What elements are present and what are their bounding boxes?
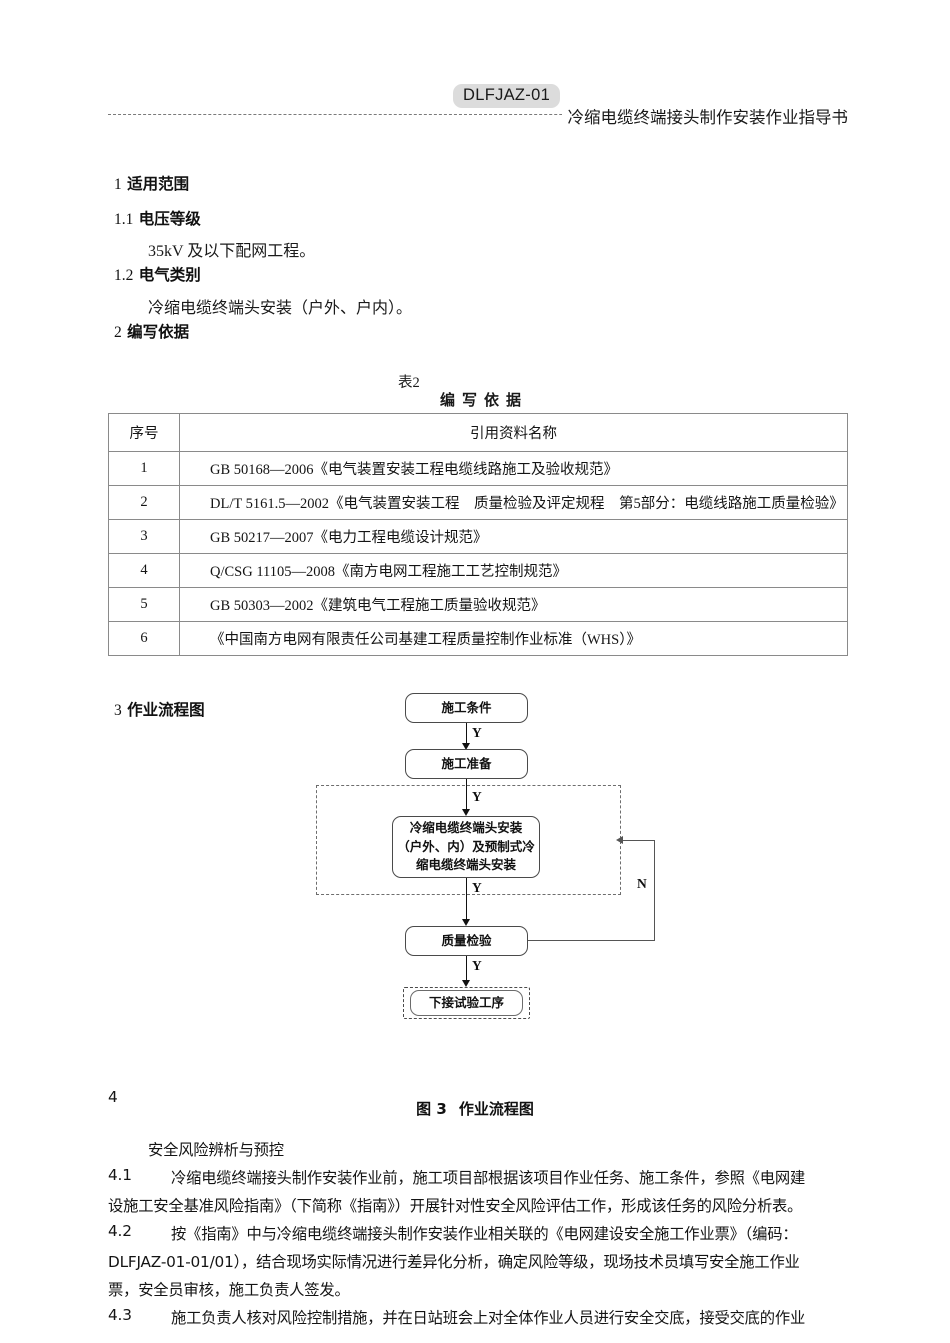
heading-1-1-number: 1.1 bbox=[114, 211, 134, 228]
section-4-orphan-number: 4 bbox=[108, 1088, 118, 1106]
flow-node-install-line2: （户外、内）及预制式冷 bbox=[397, 838, 535, 854]
cell-no: 1 bbox=[108, 451, 180, 486]
flow-node-next-outline bbox=[403, 987, 530, 1019]
table-header-row: 序号 引用资料名称 bbox=[108, 413, 848, 452]
section-4-title: 安全风险辨析与预控 bbox=[148, 1141, 284, 1159]
item-4-1-line-2: 设施工安全基准风险指南》（下简称《指南》）开展针对性安全风险评估工作，形成该任务… bbox=[108, 1197, 803, 1215]
paragraph-1-2: 冷缩电缆终端头安装（户外、户内）。 bbox=[148, 300, 413, 317]
heading-1-1-label: 电压等级 bbox=[138, 210, 201, 228]
flow-edge-install-inspect bbox=[466, 878, 467, 922]
heading-2-number: 2 bbox=[114, 324, 122, 341]
paragraph-1-1: 35kV 及以下配网工程。 bbox=[148, 243, 316, 260]
flow-edge-prepare-install bbox=[466, 779, 467, 812]
cell-name: GB 50303—2002《建筑电气工程施工质量验收规范》 bbox=[179, 587, 848, 622]
arrowhead-icon bbox=[462, 743, 470, 750]
flow-node-prepare: 施工准备 bbox=[405, 749, 528, 779]
work-flow-diagram: 施工条件 Y 施工准备 Y 冷缩电缆终端头安装 （户外、内）及预制式冷 缩电缆终… bbox=[300, 690, 680, 1020]
heading-1-2: 1.2 电气类别 bbox=[114, 263, 201, 285]
heading-1-1: 1.1 电压等级 bbox=[114, 207, 201, 229]
page-header: DLFJAZ-01 冷缩电缆终端接头制作安装作业指导书 bbox=[108, 84, 848, 128]
flow-node-inspect: 质量检验 bbox=[405, 926, 528, 956]
heading-3-label: 作业流程图 bbox=[127, 701, 205, 719]
figure-caption-number: 图 3 bbox=[416, 1100, 447, 1118]
heading-3-number: 3 bbox=[114, 702, 122, 719]
flow-node-install-line1: 冷缩电缆终端头安装 bbox=[409, 819, 523, 835]
item-4-1-line-1: 冷缩电缆终端接头制作安装作业前，施工项目部根据该项目作业任务、施工条件，参照《电… bbox=[171, 1169, 806, 1187]
table-row: 5 GB 50303—2002《建筑电气工程施工质量验收规范》 bbox=[108, 587, 848, 622]
arrowhead-icon bbox=[462, 980, 470, 987]
flow-label-y2: Y bbox=[472, 789, 482, 804]
header-divider bbox=[108, 114, 848, 115]
heading-1-label: 适用范围 bbox=[127, 175, 190, 193]
item-4-1-number: 4.1 bbox=[108, 1166, 132, 1184]
flow-node-start: 施工条件 bbox=[405, 693, 528, 723]
cell-name: DL/T 5161.5—2002《电气装置安装工程 质量检验及评定规程 第5部分… bbox=[179, 485, 848, 520]
flow-node-install-line3: 缩电缆终端头安装 bbox=[415, 857, 516, 873]
cell-name: Q/CSG 11105—2008《南方电网工程施工工艺控制规范》 bbox=[179, 553, 848, 588]
heading-1-2-label: 电气类别 bbox=[138, 266, 201, 284]
heading-2-label: 编写依据 bbox=[127, 323, 190, 341]
flow-edge-start-prepare bbox=[466, 723, 467, 745]
heading-2: 2 编写依据 bbox=[114, 320, 189, 342]
cell-no: 2 bbox=[108, 485, 180, 520]
flow-edge-n-horizontal-bottom bbox=[528, 940, 655, 942]
table-caption-number: 表2 bbox=[398, 375, 420, 391]
flow-label-y1: Y bbox=[472, 725, 482, 740]
arrowhead-icon bbox=[616, 836, 623, 844]
table-row: 1 GB 50168—2006《电气装置安装工程电缆线路施工及验收规范》 bbox=[108, 451, 848, 486]
column-header-name: 引用资料名称 bbox=[179, 413, 848, 452]
header-title: 冷缩电缆终端接头制作安装作业指导书 bbox=[561, 104, 848, 128]
flow-node-install: 冷缩电缆终端头安装 （户外、内）及预制式冷 缩电缆终端头安装 bbox=[392, 816, 540, 878]
table-row: 6 《中国南方电网有限责任公司基建工程质量控制作业标准（WHS）》 bbox=[108, 621, 848, 656]
item-4-2-line-2: DLFJAZ-01-01/01），结合现场实际情况进行差异化分析，确定风险等级，… bbox=[108, 1253, 800, 1271]
flow-label-y3: Y bbox=[472, 880, 482, 895]
item-4-2-number: 4.2 bbox=[108, 1222, 132, 1240]
figure-caption: 图 3 作业流程图 bbox=[0, 1098, 950, 1119]
cell-no: 3 bbox=[108, 519, 180, 554]
item-4-3-line-1: 施工负责人核对风险控制措施，并在日站班会上对全体作业人员进行安全交底，接受交底的… bbox=[171, 1309, 806, 1327]
flow-label-n: N bbox=[637, 876, 647, 891]
flow-edge-inspect-next bbox=[466, 956, 467, 983]
table-row: 3 GB 50217—2007《电力工程电缆设计规范》 bbox=[108, 519, 848, 554]
item-4-3-number: 4.3 bbox=[108, 1306, 132, 1324]
flow-node-next: 下接试验工序 bbox=[410, 990, 523, 1016]
heading-1: 1 适用范围 bbox=[114, 172, 189, 194]
document-code-badge: DLFJAZ-01 bbox=[453, 84, 561, 108]
cell-no: 6 bbox=[108, 621, 180, 656]
item-4-2-line-1: 按《指南》中与冷缩电缆终端接头制作安装作业相关联的《电网建设安全施工作业票》（编… bbox=[171, 1225, 798, 1243]
flow-edge-n-horizontal-top bbox=[622, 840, 655, 842]
cell-name: GB 50168—2006《电气装置安装工程电缆线路施工及验收规范》 bbox=[179, 451, 848, 486]
table-row: 4 Q/CSG 11105—2008《南方电网工程施工工艺控制规范》 bbox=[108, 553, 848, 588]
cell-name: GB 50217—2007《电力工程电缆设计规范》 bbox=[179, 519, 848, 554]
figure-caption-title: 作业流程图 bbox=[458, 1100, 534, 1118]
column-header-no: 序号 bbox=[108, 413, 180, 452]
item-4-2-line-3: 票，安全员审核，施工负责人签发。 bbox=[108, 1281, 350, 1299]
arrowhead-icon bbox=[462, 809, 470, 816]
cell-no: 4 bbox=[108, 553, 180, 588]
heading-3: 3 作业流程图 bbox=[114, 698, 205, 720]
flow-label-y4: Y bbox=[472, 958, 482, 973]
cell-name: 《中国南方电网有限责任公司基建工程质量控制作业标准（WHS）》 bbox=[179, 621, 848, 656]
arrowhead-icon bbox=[462, 919, 470, 926]
cell-no: 5 bbox=[108, 587, 180, 622]
table-row: 2 DL/T 5161.5—2002《电气装置安装工程 质量检验及评定规程 第5… bbox=[108, 485, 848, 520]
heading-1-2-number: 1.2 bbox=[114, 267, 134, 284]
reference-table: 序号 引用资料名称 1 GB 50168—2006《电气装置安装工程电缆线路施工… bbox=[108, 413, 848, 656]
flow-edge-n-vertical bbox=[654, 840, 656, 941]
table-caption-title: 编写依据 bbox=[440, 391, 529, 409]
heading-1-number: 1 bbox=[114, 176, 122, 193]
